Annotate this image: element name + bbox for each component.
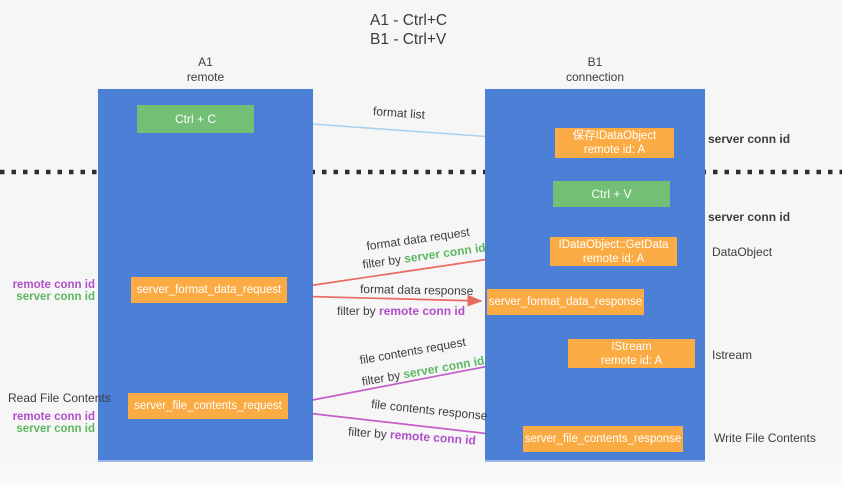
istream-line1: IStream xyxy=(611,340,652,353)
save-idataobject-line1: 保存IDataObject xyxy=(572,130,657,142)
left-conn-id-pair-1: remote conn id server conn id xyxy=(0,279,95,303)
ctrl-c-box: Ctrl + C xyxy=(137,105,254,133)
getdata-line1: IDataObject::GetData xyxy=(558,238,669,251)
istream-side-label: Istream xyxy=(712,348,753,362)
save-idataobject-box: 保存IDataObject remote id: A xyxy=(555,128,674,158)
left-conn-id-pair-2: remote conn id server conn id xyxy=(0,411,95,435)
server-file-contents-request-box: server_file_contents_request xyxy=(128,393,288,419)
read-file-contents-label: Read File Contents xyxy=(8,391,111,405)
file-request-label: server_file_contents_request xyxy=(134,400,282,412)
ctrl-v-box: Ctrl + V xyxy=(553,181,670,207)
lifeline-a1-role: remote xyxy=(186,70,225,84)
server-format-data-request-box: server_format_data_request xyxy=(131,277,287,303)
format-response-label: server_format_data_response xyxy=(488,296,643,308)
remote-conn-id-left-1: remote conn id xyxy=(12,279,95,291)
remote-conn-id-left-2: remote conn id xyxy=(12,411,95,423)
diagram-title: A1 - Ctrl+C B1 - Ctrl+V xyxy=(370,11,447,49)
format-request-label: server_format_data_request xyxy=(136,284,282,296)
server-conn-id-left-1: server conn id xyxy=(16,291,95,303)
title-line-1: A1 - Ctrl+C xyxy=(370,12,448,29)
title-line-2: B1 - Ctrl+V xyxy=(370,31,447,48)
arrow-file-contents-response xyxy=(288,410,519,442)
format-data-response-label: format data response xyxy=(359,282,474,298)
ctrl-c-label: Ctrl + C xyxy=(174,112,216,126)
server-conn-id-right-mid: server conn id xyxy=(708,210,791,224)
lifeline-a1-name: A1 xyxy=(198,55,213,69)
write-file-contents-label: Write File Contents xyxy=(714,431,816,445)
server-conn-id-right-top: server conn id xyxy=(708,132,791,146)
server-file-contents-response-box: server_file_contents_response xyxy=(523,426,683,452)
filter-by-text: filter by xyxy=(337,304,376,318)
istream-box: IStream remote id: A xyxy=(568,339,695,368)
server-format-data-response-box: server_format_data_response xyxy=(487,289,644,315)
dataobject-label: DataObject xyxy=(712,245,773,259)
file-response-label: server_file_contents_response xyxy=(524,433,682,445)
server-conn-id-left-2: server conn id xyxy=(16,423,95,435)
format-data-response-filter-label: filter by remote conn id xyxy=(337,304,465,318)
lifeline-b1-name: B1 xyxy=(587,55,603,69)
lifeline-header-a1: A1 remote xyxy=(98,55,313,85)
save-idataobject-line2: remote id: A xyxy=(583,144,646,156)
ctrl-v-label: Ctrl + V xyxy=(591,187,632,201)
lifeline-header-b1: B1 connection xyxy=(485,55,705,85)
arrow-format-data-response xyxy=(287,294,483,307)
lifeline-b1-role: connection xyxy=(565,70,625,84)
filter-by-text: filter by xyxy=(347,424,388,442)
remote-conn-id-text: remote conn id xyxy=(379,304,466,318)
idataobject-getdata-box: IDataObject::GetData remote id: A xyxy=(550,237,677,266)
getdata-line2: remote id: A xyxy=(582,252,645,265)
istream-line2: remote id: A xyxy=(600,354,663,367)
